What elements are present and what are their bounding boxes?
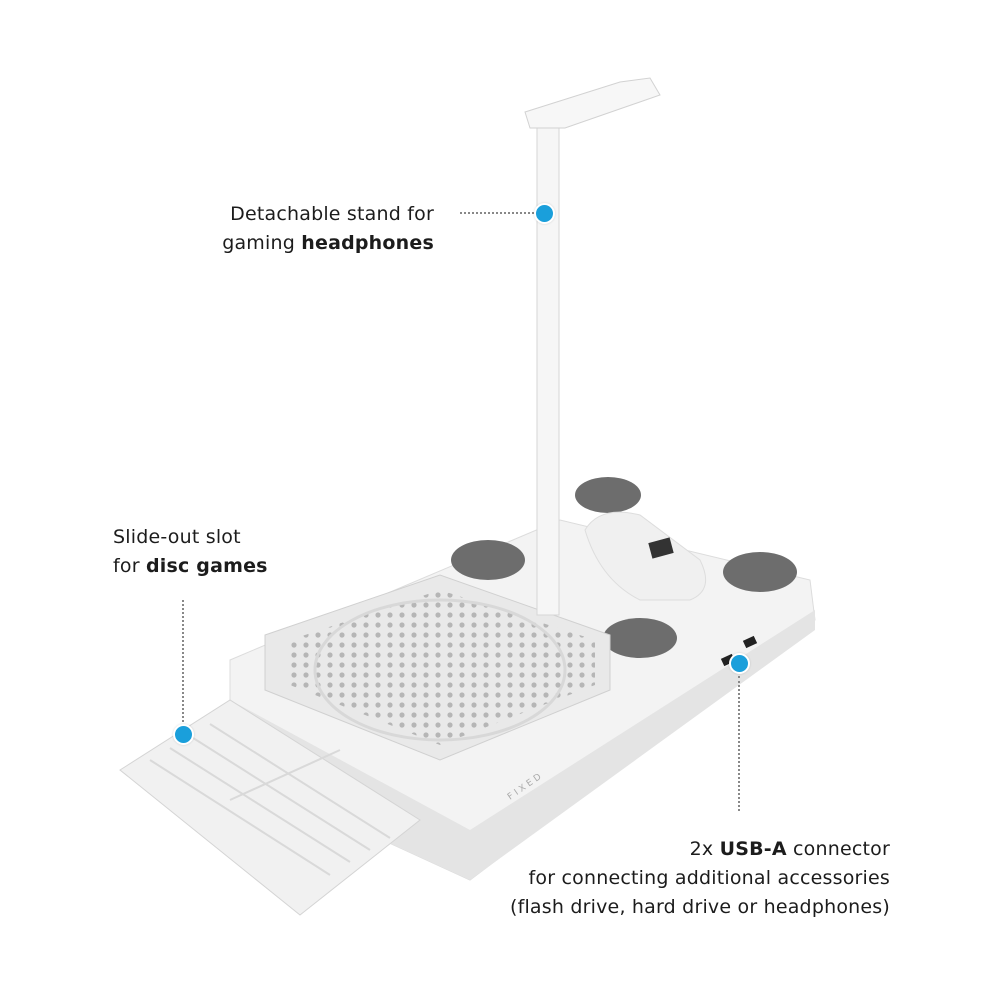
- label-text: gaming: [222, 232, 302, 254]
- label-text: connector: [786, 838, 890, 860]
- controller-cup: [603, 618, 677, 658]
- disc-drawer: [119, 699, 421, 916]
- label-text: for: [113, 555, 146, 577]
- label-bold-text: USB-A: [719, 838, 787, 860]
- headphone-stand-pole: [536, 124, 560, 616]
- controller-cup: [451, 540, 525, 580]
- label-line: for connecting additional accessories: [528, 867, 890, 889]
- label-line: Detachable stand for: [230, 203, 434, 225]
- callout-dot: [729, 653, 750, 674]
- controller-cup: [723, 552, 797, 592]
- leader-line: [182, 600, 184, 722]
- label-line: (flash drive, hard drive or headphones): [509, 896, 890, 918]
- label-line: 2x USB-A connector: [440, 835, 890, 864]
- charging-dock: [584, 511, 707, 601]
- usb-label: 2x USB-A connector for connecting additi…: [440, 835, 890, 922]
- label-line: Slide-out slot: [113, 526, 241, 548]
- headphone-stand-label: Detachable stand for gaming headphones: [180, 200, 434, 258]
- leader-line: [738, 676, 740, 811]
- usb-port: [742, 635, 758, 649]
- label-line: for disc games: [113, 552, 268, 581]
- disc-slot-label: Slide-out slot for disc games: [113, 523, 268, 581]
- headphone-stand-top: [524, 77, 661, 129]
- callout-dot: [534, 203, 555, 224]
- callout-dot: [173, 724, 194, 745]
- label-line: gaming headphones: [180, 229, 434, 258]
- leader-line: [460, 212, 538, 214]
- label-bold-text: disc games: [145, 555, 268, 577]
- controller-cup: [575, 477, 641, 513]
- label-text: 2x: [689, 838, 720, 860]
- label-bold-text: headphones: [301, 232, 434, 254]
